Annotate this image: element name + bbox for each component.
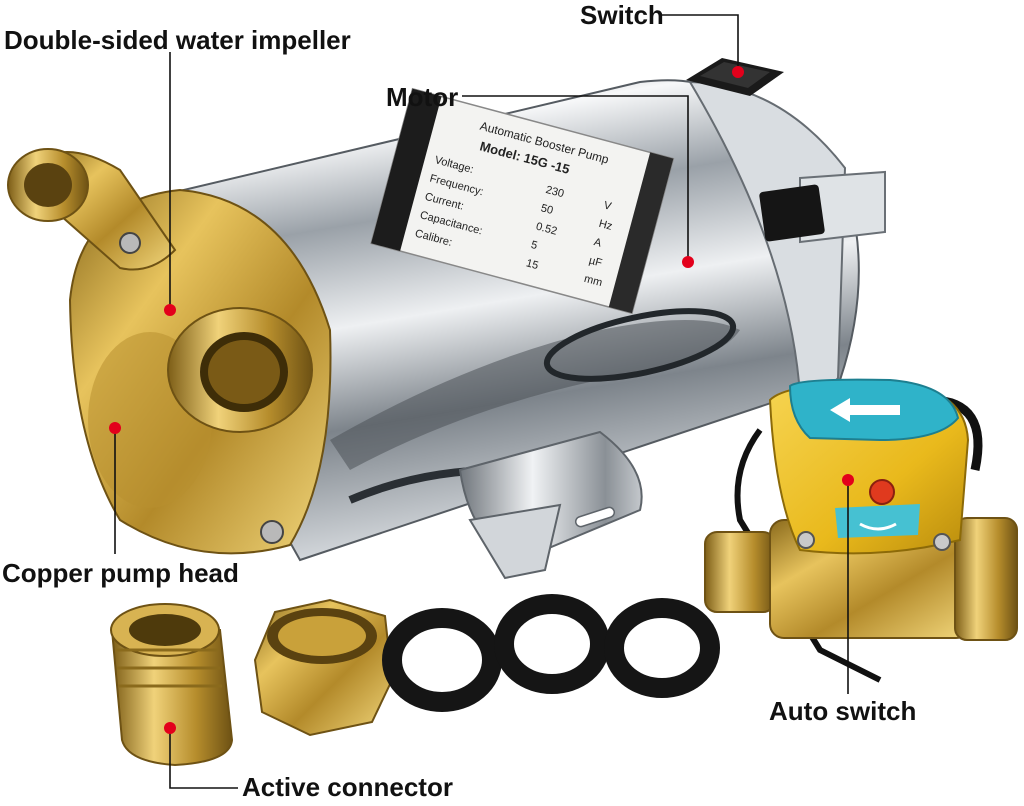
leader-switch bbox=[662, 14, 739, 72]
label-active-connector: Active connector bbox=[242, 772, 453, 802]
label-auto-switch: Auto switch bbox=[769, 696, 917, 726]
marker-dot bbox=[164, 304, 176, 316]
label-impeller: Double-sided water impeller bbox=[4, 25, 351, 55]
hex-nut bbox=[253, 598, 394, 737]
flow-switch bbox=[704, 378, 1018, 683]
leader-lines bbox=[114, 14, 849, 789]
callout-markers bbox=[109, 66, 854, 734]
spec-unit: A bbox=[593, 236, 604, 250]
leader-motor bbox=[462, 95, 689, 262]
marker-dot bbox=[732, 66, 744, 78]
leader-connector bbox=[169, 728, 238, 789]
spec-value: 0.52 bbox=[535, 221, 559, 238]
spec-unit: Hz bbox=[597, 218, 613, 233]
spec-unit: µF bbox=[588, 255, 604, 270]
marker-dot bbox=[109, 422, 121, 434]
label-motor: Motor bbox=[386, 82, 459, 112]
marker-dot bbox=[682, 256, 694, 268]
marker-dot bbox=[164, 722, 176, 734]
spec-value: 50 bbox=[539, 202, 554, 217]
arrow-left-icon bbox=[830, 398, 900, 422]
label-pump-head: Copper pump head bbox=[2, 558, 239, 588]
spec-value: 5 bbox=[530, 239, 539, 252]
nameplate: Automatic Booster Pump Model: 15G -15 Vo… bbox=[370, 87, 675, 315]
spec-unit: mm bbox=[583, 273, 604, 289]
spec-value: 230 bbox=[544, 184, 565, 200]
rubber-gaskets bbox=[382, 594, 720, 712]
mounting-bracket bbox=[458, 430, 643, 580]
active-connector bbox=[110, 603, 234, 767]
marker-dot bbox=[842, 474, 854, 486]
spec-value: 15 bbox=[525, 257, 540, 272]
pump-head bbox=[7, 148, 332, 555]
spec-unit: V bbox=[602, 199, 613, 213]
label-switch: Switch bbox=[580, 0, 664, 30]
